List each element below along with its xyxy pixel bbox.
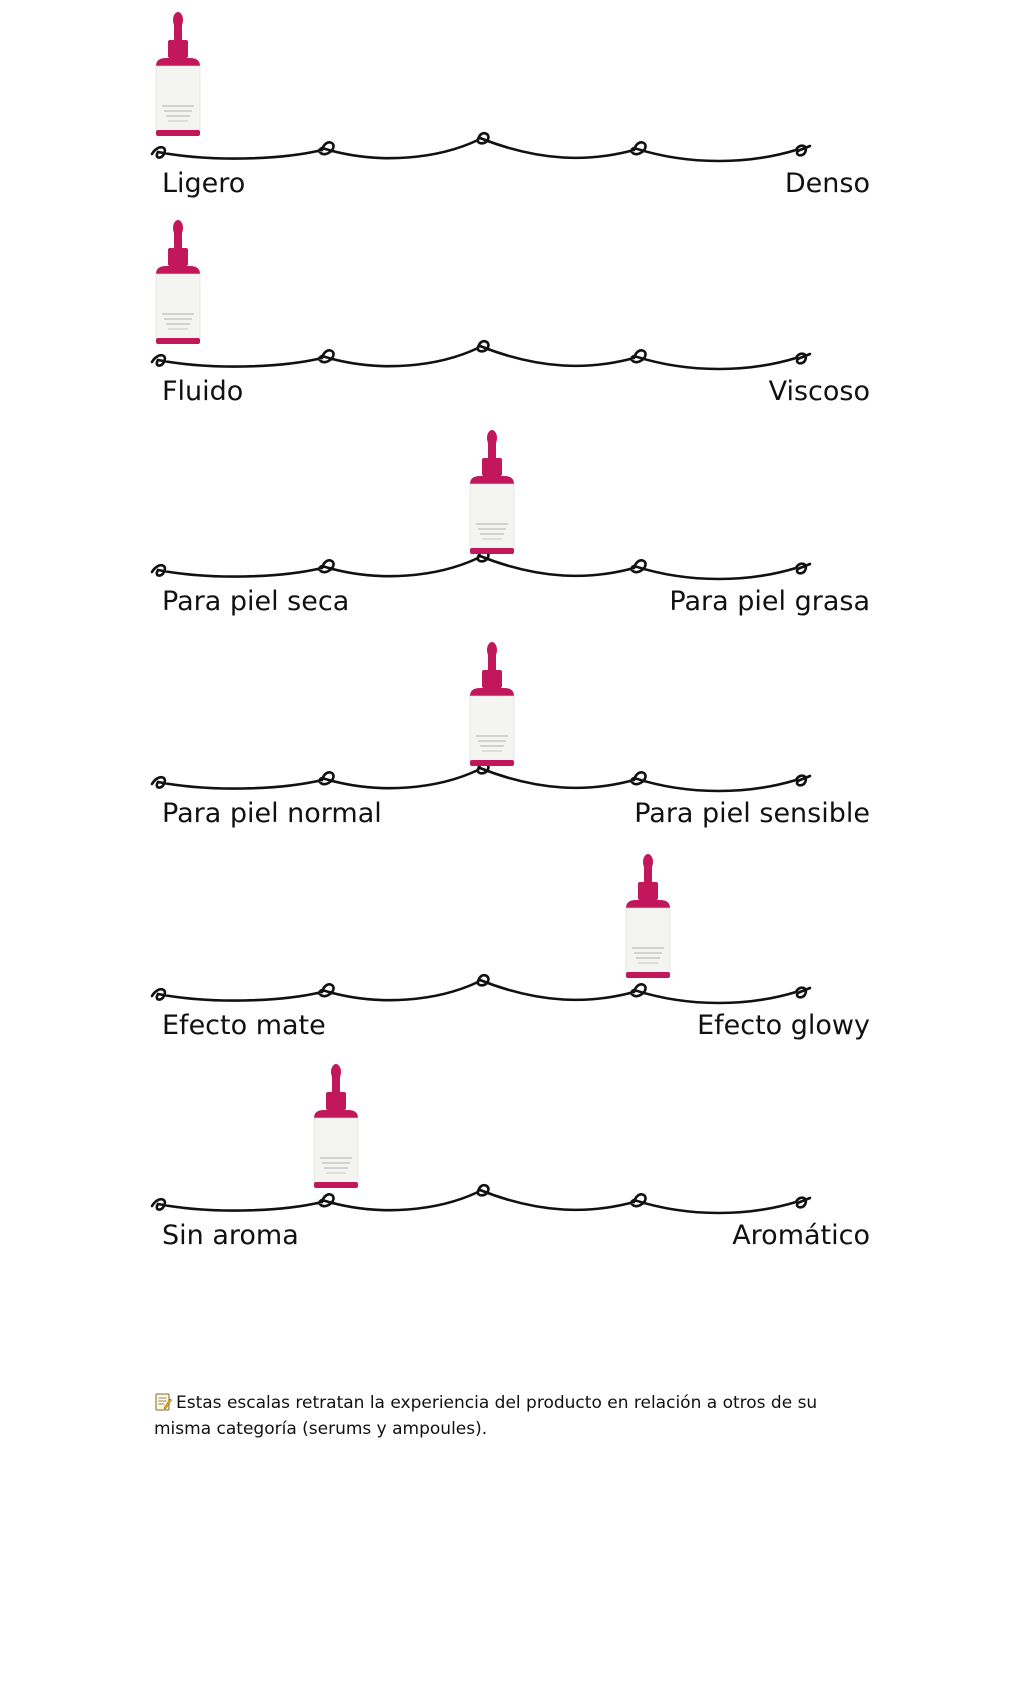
scale-left-label: Para piel seca (162, 586, 350, 617)
rating-scale: Para piel normal Para piel sensible (150, 640, 870, 850)
scale-right-label: Para piel grasa (669, 586, 870, 617)
product-marker (618, 852, 678, 987)
serum-bottle-icon (155, 220, 201, 344)
rating-scale: Sin aroma Aromático (150, 1062, 870, 1272)
scale-right-label: Viscoso (768, 376, 870, 407)
scale-left-label: Ligero (162, 168, 246, 199)
scale-right-label: Denso (784, 168, 870, 199)
serum-bottle-icon (155, 12, 201, 136)
serum-bottle-icon (469, 642, 515, 766)
product-marker (148, 218, 208, 353)
scale-track (150, 761, 812, 793)
scale-track (150, 1183, 812, 1215)
rating-scale: Ligero Denso (150, 10, 870, 220)
product-marker (462, 428, 522, 563)
product-marker (148, 10, 208, 145)
scale-right-label: Aromático (732, 1220, 870, 1251)
scale-track (150, 549, 812, 581)
scale-track (150, 131, 812, 163)
scale-left-label: Efecto mate (162, 1010, 326, 1041)
scale-track (150, 339, 812, 371)
disclaimer-note: Estas escalas retratan la experiencia de… (154, 1390, 874, 1442)
disclaimer-text: Estas escalas retratan la experiencia de… (154, 1393, 818, 1439)
product-marker (462, 640, 522, 775)
scale-right-label: Efecto glowy (697, 1010, 870, 1041)
memo-icon (155, 1393, 172, 1411)
scale-right-label: Para piel sensible (634, 798, 870, 829)
scale-left-label: Sin aroma (162, 1220, 299, 1251)
scale-left-label: Para piel normal (162, 798, 382, 829)
scale-left-label: Fluido (162, 376, 244, 407)
product-marker (306, 1062, 366, 1197)
scale-track (150, 973, 812, 1005)
rating-scale: Para piel seca Para piel grasa (150, 428, 870, 638)
serum-bottle-icon (625, 854, 671, 978)
rating-scale: Efecto mate Efecto glowy (150, 852, 870, 1062)
serum-bottle-icon (313, 1064, 359, 1188)
rating-scale: Fluido Viscoso (150, 218, 870, 428)
serum-bottle-icon (469, 430, 515, 554)
